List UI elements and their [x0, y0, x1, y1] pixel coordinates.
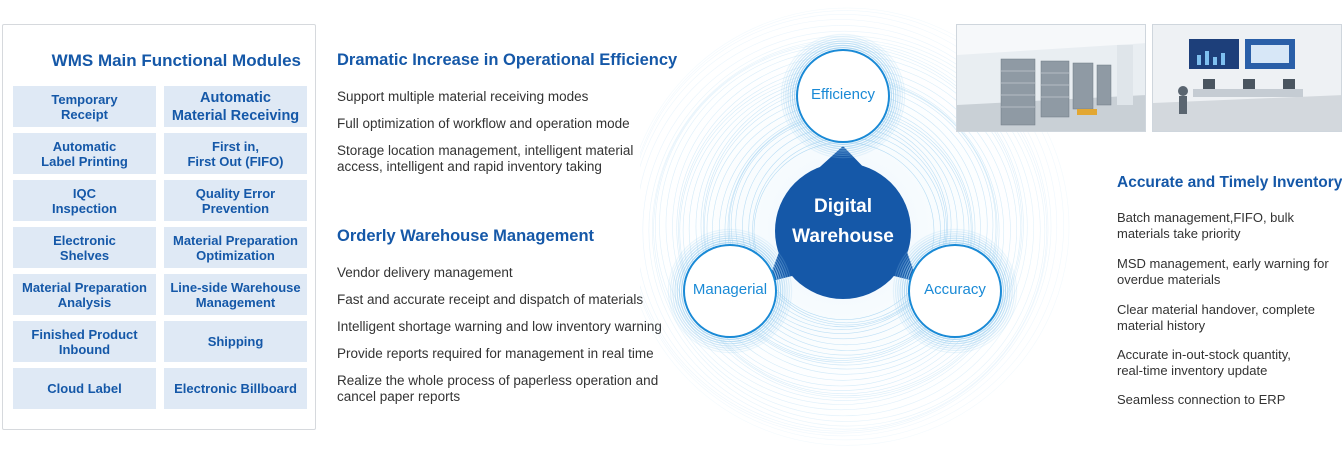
efficiency-section-title: Dramatic Increase in Operational Efficie…: [337, 51, 678, 69]
background-ring: [640, 14, 1058, 437]
efficiency-item: Storage location management, intelligent…: [337, 143, 634, 174]
module-electronic-billboard: Electronic Billboard: [164, 368, 307, 409]
management-item: Provide reports required for management …: [337, 346, 654, 361]
accuracy-node-ring: [899, 235, 1011, 347]
module-iqc-inspection: IQC Inspection: [13, 180, 156, 221]
module-fifo: First in, First Out (FIFO): [164, 133, 307, 174]
accuracy-node-ring: [903, 239, 1007, 343]
background-ring: [648, 35, 1046, 427]
module-finished-product-inbound: Finished Product Inbound: [13, 321, 156, 362]
accuracy-node-ring: [906, 242, 1005, 341]
managerial-node-label: Managerial: [692, 281, 768, 298]
center-label: Digital Warehouse: [792, 196, 894, 247]
inventory-item: Seamless connection to ERP: [1117, 392, 1286, 407]
diagram-graphic: [640, 7, 1070, 446]
efficiency-node-ring: [789, 42, 897, 150]
efficiency-node-ring: [783, 35, 904, 157]
module-automatic-material-receiving: Automatic Material Receiving: [164, 86, 307, 127]
efficiency-item: Full optimization of workflow and operat…: [337, 116, 630, 131]
modules-grid: Temporary Receipt Automatic Material Rec…: [13, 86, 307, 409]
efficiency-node-ring: [780, 33, 906, 159]
module-material-preparation-optimization: Material Preparation Optimization: [164, 227, 307, 268]
module-cloud-label: Cloud Label: [13, 368, 156, 409]
background-ring: [640, 7, 1070, 446]
center-circle: [775, 163, 911, 299]
management-item: Intelligent shortage warning and low inv…: [337, 319, 662, 334]
managerial-node-ring: [672, 233, 788, 349]
background-ring: [640, 10, 1064, 441]
inventory-item: Batch management,FIFO, bulk materials ta…: [1117, 210, 1295, 241]
efficiency-node-label: Efficiency: [811, 86, 875, 103]
module-line-side-warehouse-management: Line-side Warehouse Management: [164, 274, 307, 315]
inventory-section-title: Accurate and Timely Inventory: [1117, 174, 1342, 191]
efficiency-node-ring: [785, 38, 901, 154]
accuracy-node-ring: [897, 233, 1013, 349]
efficiency-node-ring: [791, 44, 895, 148]
background-ring: [642, 30, 1048, 430]
modules-title: WMS Main Functional Modules: [51, 51, 301, 70]
inventory-item: Clear material handover, complete materi…: [1117, 302, 1315, 333]
inventory-item: MSD management, early warning for overdu…: [1117, 256, 1329, 287]
managerial-node-ring: [669, 231, 791, 352]
accuracy-node-ring: [895, 231, 1016, 352]
module-quality-error-prevention: Quality Error Prevention: [164, 180, 307, 221]
module-shipping: Shipping: [164, 321, 307, 362]
module-electronic-shelves: Electronic Shelves: [13, 227, 156, 268]
background-ring: [640, 19, 1052, 434]
accuracy-node-label: Accuracy: [924, 281, 986, 298]
accuracy-node-ring: [901, 237, 1009, 345]
management-item: Realize the whole process of paperless o…: [337, 373, 659, 404]
accuracy-node-ring: [892, 228, 1018, 354]
management-item: Vendor delivery management: [337, 265, 513, 280]
efficiency-node-circle: [796, 49, 890, 143]
control-room-photo: [1152, 24, 1342, 132]
digital-warehouse-diagram: Digital Warehouse Efficiency Managerial …: [640, 0, 1100, 453]
management-item: Fast and accurate receipt and dispatch o…: [337, 292, 644, 307]
managerial-node-ring: [678, 239, 782, 343]
warehouse-shelves-photo: [956, 24, 1146, 132]
background-ring: [640, 25, 1049, 432]
inventory-item: Accurate in-out-stock quantity, real-tim…: [1117, 347, 1291, 378]
managerial-node-ring: [674, 235, 786, 347]
efficiency-section: Dramatic Increase in Operational Efficie…: [337, 51, 677, 70]
efficiency-node-ring: [787, 40, 899, 152]
modules-panel: WMS Main Functional Modules Temporary Re…: [2, 24, 316, 430]
efficiency-node-ring: [794, 46, 893, 146]
managerial-node-ring: [676, 237, 784, 345]
management-section-title: Orderly Warehouse Management: [337, 227, 595, 245]
efficiency-item: Support multiple material receiving mode…: [337, 89, 589, 104]
accuracy-node-circle: [908, 244, 1002, 338]
module-temporary-receipt: Temporary Receipt: [13, 86, 156, 127]
managerial-node-circle: [683, 244, 777, 338]
managerial-node-ring: [667, 228, 793, 354]
module-automatic-label-printing: Automatic Label Printing: [13, 133, 156, 174]
module-material-preparation-analysis: Material Preparation Analysis: [13, 274, 156, 315]
background-ring: [651, 38, 1041, 422]
managerial-node-ring: [680, 242, 780, 341]
